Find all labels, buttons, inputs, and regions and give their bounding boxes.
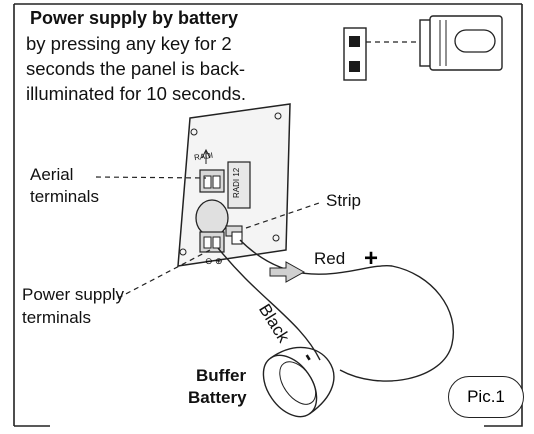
insert-arrow: [269, 261, 306, 283]
power-label-line-1: Power supply: [22, 285, 125, 304]
description-line-1: by pressing any key for 2: [26, 33, 232, 54]
svg-text:⊖ ⊕: ⊖ ⊕: [205, 256, 223, 266]
svg-text:+: +: [364, 245, 378, 272]
buffer-label-line-1: Buffer: [196, 366, 247, 385]
figure-label-badge: Pic.1: [448, 376, 524, 418]
buffer-battery: [262, 346, 335, 418]
jumper-connector: [343, 15, 503, 81]
circuit-board: ⊖ ⊕: [177, 103, 291, 267]
aerial-label-line-1: Aerial: [30, 165, 74, 184]
strip-label: Strip: [326, 191, 361, 210]
figure-label-text: Pic.1: [467, 387, 505, 406]
board-label-right: RADI 12: [232, 167, 241, 198]
aerial-label-line-2: terminals: [30, 187, 99, 206]
red-wire-label: Red: [314, 249, 346, 268]
section-title: Power supply by battery: [30, 8, 239, 28]
description-line-2: seconds the panel is back-: [26, 58, 246, 79]
black-wire: [217, 247, 321, 361]
power-label-line-2: terminals: [22, 308, 91, 327]
red-wire: [239, 239, 454, 382]
description-line-3: illuminated for 10 seconds.: [26, 83, 247, 104]
outer-frame: [13, 4, 523, 427]
buffer-label-line-2: Battery: [188, 388, 247, 407]
